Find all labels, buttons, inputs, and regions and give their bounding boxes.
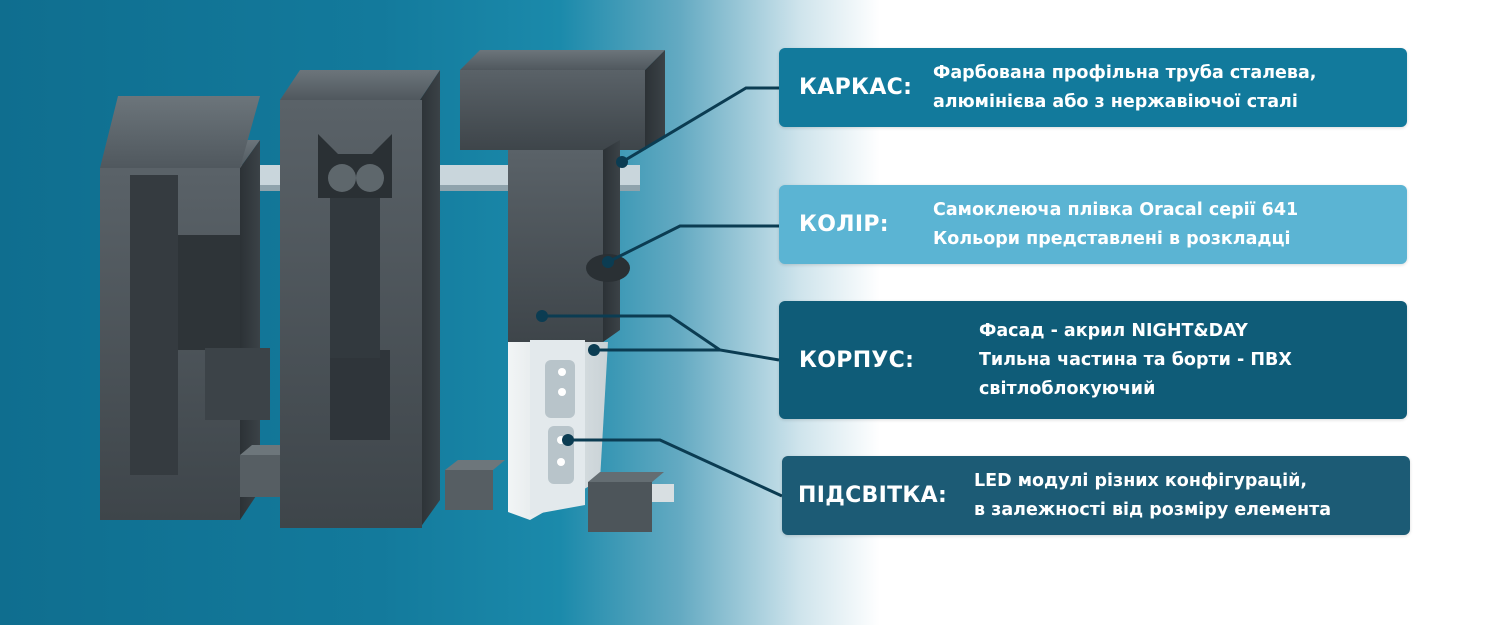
callout-color-label: КОЛІР: [799, 212, 889, 237]
callout-color: КОЛІР: Самоклеюча плівка Oracal серії 64… [779, 185, 1407, 264]
callout-lighting: ПІДСВІТКА: LED модулі різних конфігураці… [782, 456, 1410, 535]
leader-lines [536, 86, 783, 498]
callout-frame: КАРКАС: Фарбована профільна труба сталев… [779, 48, 1407, 127]
callout-frame-line-2: алюмінієва або з нержавіючої сталі [933, 91, 1298, 112]
callout-color-text: Самоклеюча плівка Oracal серії 641 Кольо… [933, 196, 1298, 254]
callout-lighting-label: ПІДСВІТКА: [798, 483, 948, 508]
callout-frame-line-1: Фарбована профільна труба сталева, [933, 62, 1317, 83]
cat-face-icon [318, 134, 392, 198]
callout-lighting-line-1: LED модулі різних конфігурацій, [974, 470, 1308, 491]
callout-body-line-1: Фасад - акрил NIGHT&DAY [979, 320, 1248, 341]
callout-frame-text: Фарбована профільна труба сталева, алюмі… [933, 59, 1316, 117]
callout-lighting-line-2: в залежності від розміру елемента [974, 499, 1332, 520]
callout-color-line-2: Кольори представлені в розкладці [933, 228, 1291, 249]
led-panel [508, 340, 608, 520]
callout-body: КОРПУС: Фасад - акрил NIGHT&DAY Тильна ч… [779, 301, 1407, 419]
letter-c [100, 96, 298, 520]
callout-color-line-1: Самоклеюча плівка Oracal серії 641 [933, 199, 1299, 220]
callout-lighting-text: LED модулі різних конфігурацій, в залежн… [974, 467, 1331, 525]
letter-a [280, 70, 505, 528]
letter-t [460, 50, 674, 532]
callout-body-text: Фасад - акрил NIGHT&DAY Тильна частина т… [979, 317, 1292, 404]
callout-body-label: КОРПУС: [799, 347, 915, 373]
callout-frame-label: КАРКАС: [799, 75, 913, 100]
callout-body-line-2: Тильна частина та борти - ПВХ [979, 349, 1292, 370]
callout-body-line-3: світлоблокуючий [979, 378, 1156, 399]
